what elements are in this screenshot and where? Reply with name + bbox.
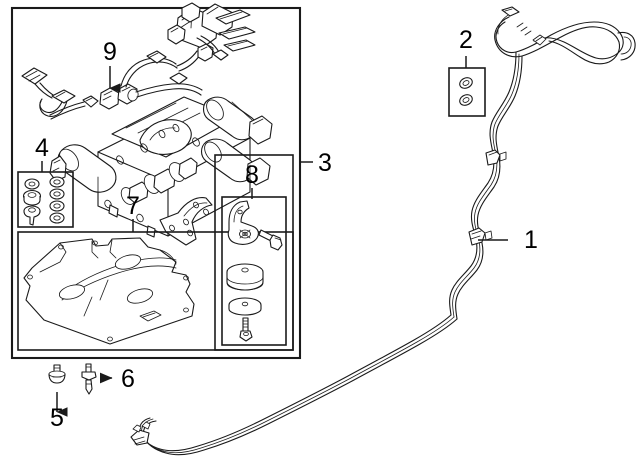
air-line-mid-clip [485,149,507,166]
callout-number-8: 8 [245,161,259,189]
o-ring-lower [459,94,473,106]
isolator-outer-box [214,154,294,351]
o-ring-upper [459,77,473,89]
callout-numbers: 1 2 3 4 5 6 7 8 9 [35,26,538,432]
callout-number-6: 6 [121,365,135,393]
air-line-end-fitting [130,417,167,454]
o-ring-c [49,200,65,212]
o-ring-kit-box [448,67,486,117]
isolator-bracket [227,200,259,245]
air-line-front [494,6,636,65]
washer-seal [24,178,40,190]
hex-flange-bolt [258,229,283,251]
push-pin-stud [81,363,97,395]
grommet-kit-box [17,171,74,228]
isolator-hardware-box [221,196,287,346]
mounting-tray-bracket [23,237,195,345]
flat-washer-disc [228,297,262,316]
air-line-lower-run [130,314,458,456]
callout-number-2: 2 [459,26,473,54]
wiring-harness [21,50,203,120]
callout-number-4: 4 [35,134,49,162]
o-ring-a [49,176,65,188]
bushing-stud [23,205,41,226]
stud-bolt [239,317,253,342]
callout-number-7: 7 [126,192,140,220]
grommet-cap [22,189,42,206]
callout-leaders [41,56,508,417]
solenoid-valve-module [167,2,256,62]
outer-assembly-box [10,6,302,360]
callout-number-1: 1 [524,226,538,254]
rubber-isolator [226,263,264,291]
flange-bolt [48,364,66,384]
callout-number-3: 3 [318,149,332,177]
o-ring-d [49,212,65,224]
o-ring-b [49,188,65,200]
callout-number-5: 5 [50,404,64,432]
callout-number-9: 9 [103,38,117,66]
support-bracket [159,197,213,246]
